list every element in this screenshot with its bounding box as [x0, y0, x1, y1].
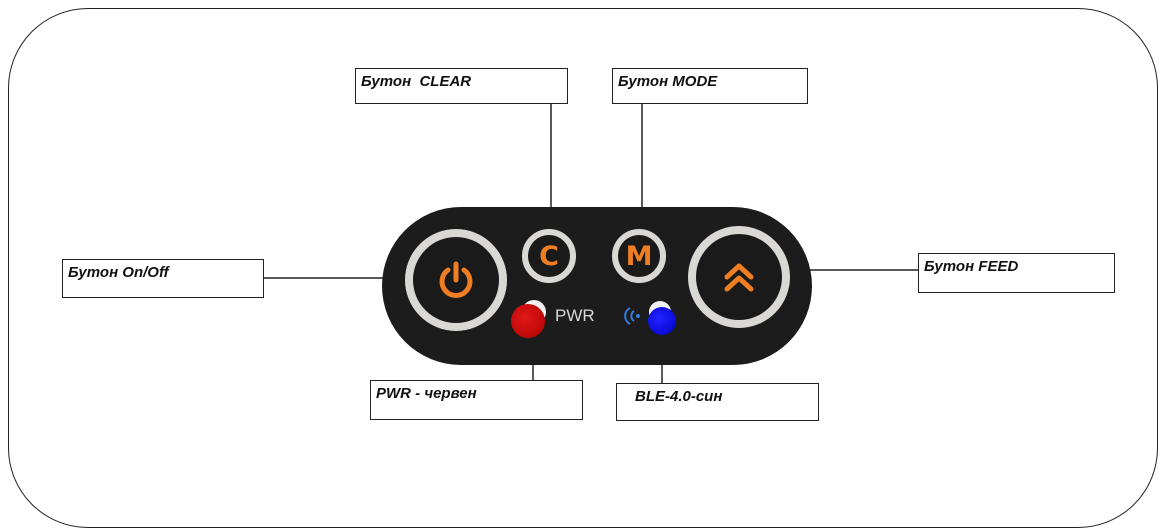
label-ble: BLE-4.0-син: [616, 383, 819, 421]
pwr-text: PWR: [555, 306, 595, 325]
label-feed: Бутон FEED: [918, 253, 1115, 293]
feed-button[interactable]: [688, 226, 790, 328]
on-off-button[interactable]: [405, 229, 507, 331]
label-clear: Бутон CLEAR: [355, 68, 568, 104]
clear-button[interactable]: C: [522, 229, 576, 283]
label-pwr: PWR - червен: [370, 380, 583, 420]
power-icon: [439, 261, 473, 298]
label-mode: Бутон MODE: [612, 68, 808, 104]
pwr-led: [511, 304, 545, 338]
wireless-signal-icon: [624, 307, 640, 325]
mode-button[interactable]: M: [612, 229, 666, 283]
ble-led: [648, 307, 676, 335]
double-chevron-up-icon: [724, 263, 754, 292]
mode-glyph: M: [625, 240, 653, 272]
label-onoff: Бутон On/Off: [62, 259, 264, 298]
clear-glyph: C: [539, 240, 559, 272]
